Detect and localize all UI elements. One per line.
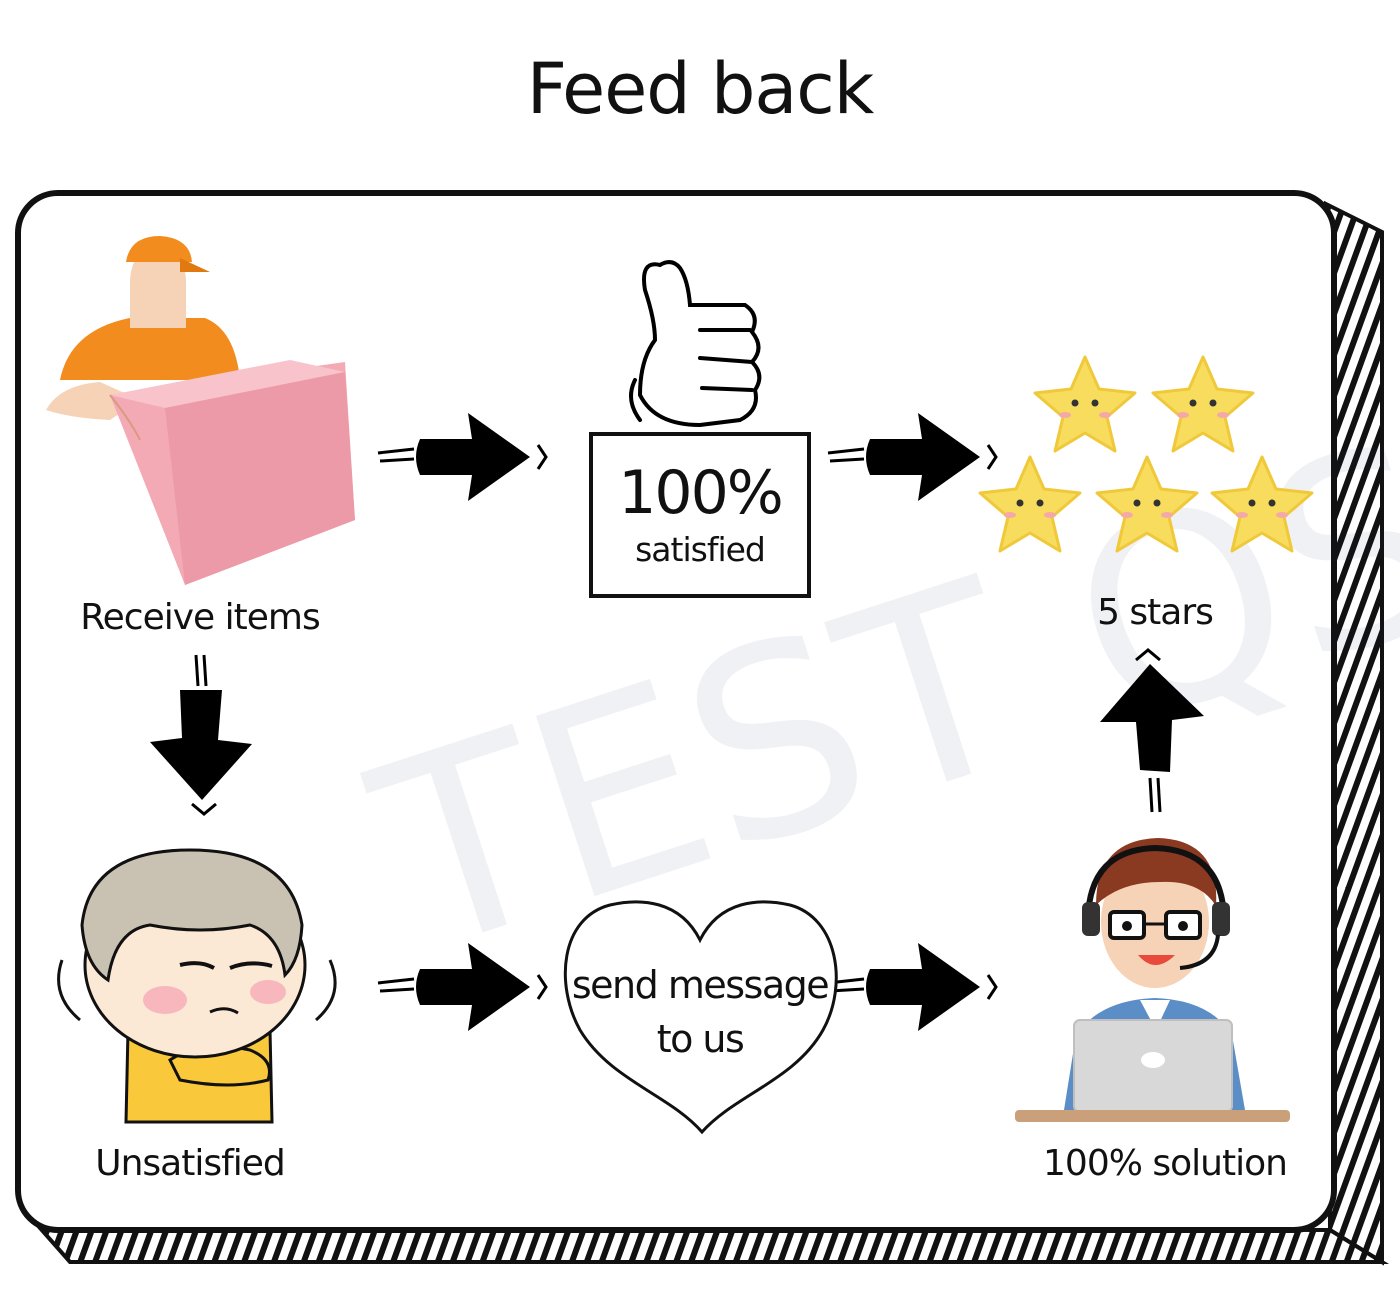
- star-icon: [1151, 355, 1255, 453]
- heart-icon: [563, 900, 838, 1135]
- heart-text: send message to us: [560, 958, 840, 1066]
- heart-line-2: to us: [656, 1017, 745, 1061]
- step-solution-label: 100% solution: [1043, 1143, 1288, 1184]
- step-stars-label: 5 stars: [1097, 592, 1214, 633]
- arrow-down-icon: [150, 654, 252, 816]
- arrow-up-icon: [1100, 648, 1204, 813]
- satisfied-box: 100% satisfied: [589, 432, 811, 598]
- stars-icon: [978, 355, 1314, 553]
- thumbs-up-icon: [629, 260, 762, 428]
- support-agent-icon: [1015, 838, 1290, 1122]
- unsatisfied-boy-icon: [57, 848, 337, 1124]
- satisfied-percent: 100%: [618, 458, 784, 528]
- star-icon: [1210, 455, 1314, 553]
- star-icon: [1095, 455, 1199, 553]
- star-icon: [978, 455, 1082, 553]
- satisfied-text: satisfied: [635, 530, 766, 569]
- step-receive-label: Receive items: [80, 597, 320, 638]
- step-unsatisfied-label: Unsatisfied: [95, 1143, 286, 1184]
- page-title: Feed back: [526, 48, 875, 130]
- delivery-man-icon: [46, 236, 355, 585]
- heart-line-1: send message: [571, 963, 830, 1007]
- star-icon: [1033, 355, 1137, 453]
